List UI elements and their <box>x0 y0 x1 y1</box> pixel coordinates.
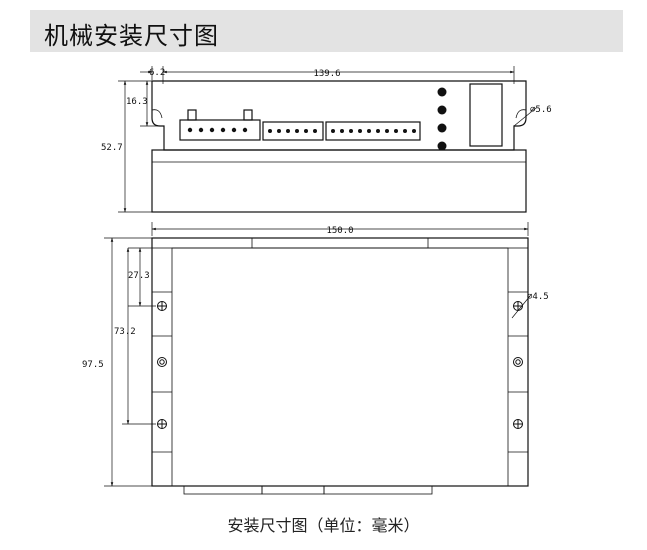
terminal-block-middle <box>262 121 324 141</box>
front-outline <box>151 237 529 487</box>
display-window <box>469 83 503 147</box>
top-width-dimension: 139.6 <box>313 69 340 79</box>
page-title: 机械安装尺寸图 <box>44 22 219 50</box>
top-slot-depth-dimension: 16.3 <box>126 97 148 107</box>
front-hole-spacing-dimension: 73.2 <box>114 327 136 337</box>
top-hole-dimension: ⌀5.6 <box>530 105 552 115</box>
top-view <box>151 80 527 213</box>
drawing-caption: 安装尺寸图（单位：毫米） <box>227 516 420 535</box>
front-hole-offset-dimension: 27.3 <box>128 271 150 281</box>
top-body-outline <box>151 149 527 213</box>
front-hole-dimension: ⌀4.5 <box>527 292 549 302</box>
top-height-dimension: 52.7 <box>101 143 123 153</box>
terminal-screws <box>187 127 416 133</box>
front-view <box>151 237 529 495</box>
mounting-holes <box>157 301 523 429</box>
header-bar: 机械安装尺寸图 <box>30 10 623 52</box>
indicator-leds <box>437 87 447 151</box>
front-view-dimensions <box>104 222 531 487</box>
front-height-dimension: 97.5 <box>82 360 104 370</box>
top-view-dimensions <box>118 66 537 213</box>
top-notch-dimension: 6.2 <box>149 68 165 78</box>
terminal-block-right <box>325 121 421 141</box>
terminal-block-left <box>179 109 261 141</box>
front-width-dimension: 150.0 <box>326 226 353 236</box>
